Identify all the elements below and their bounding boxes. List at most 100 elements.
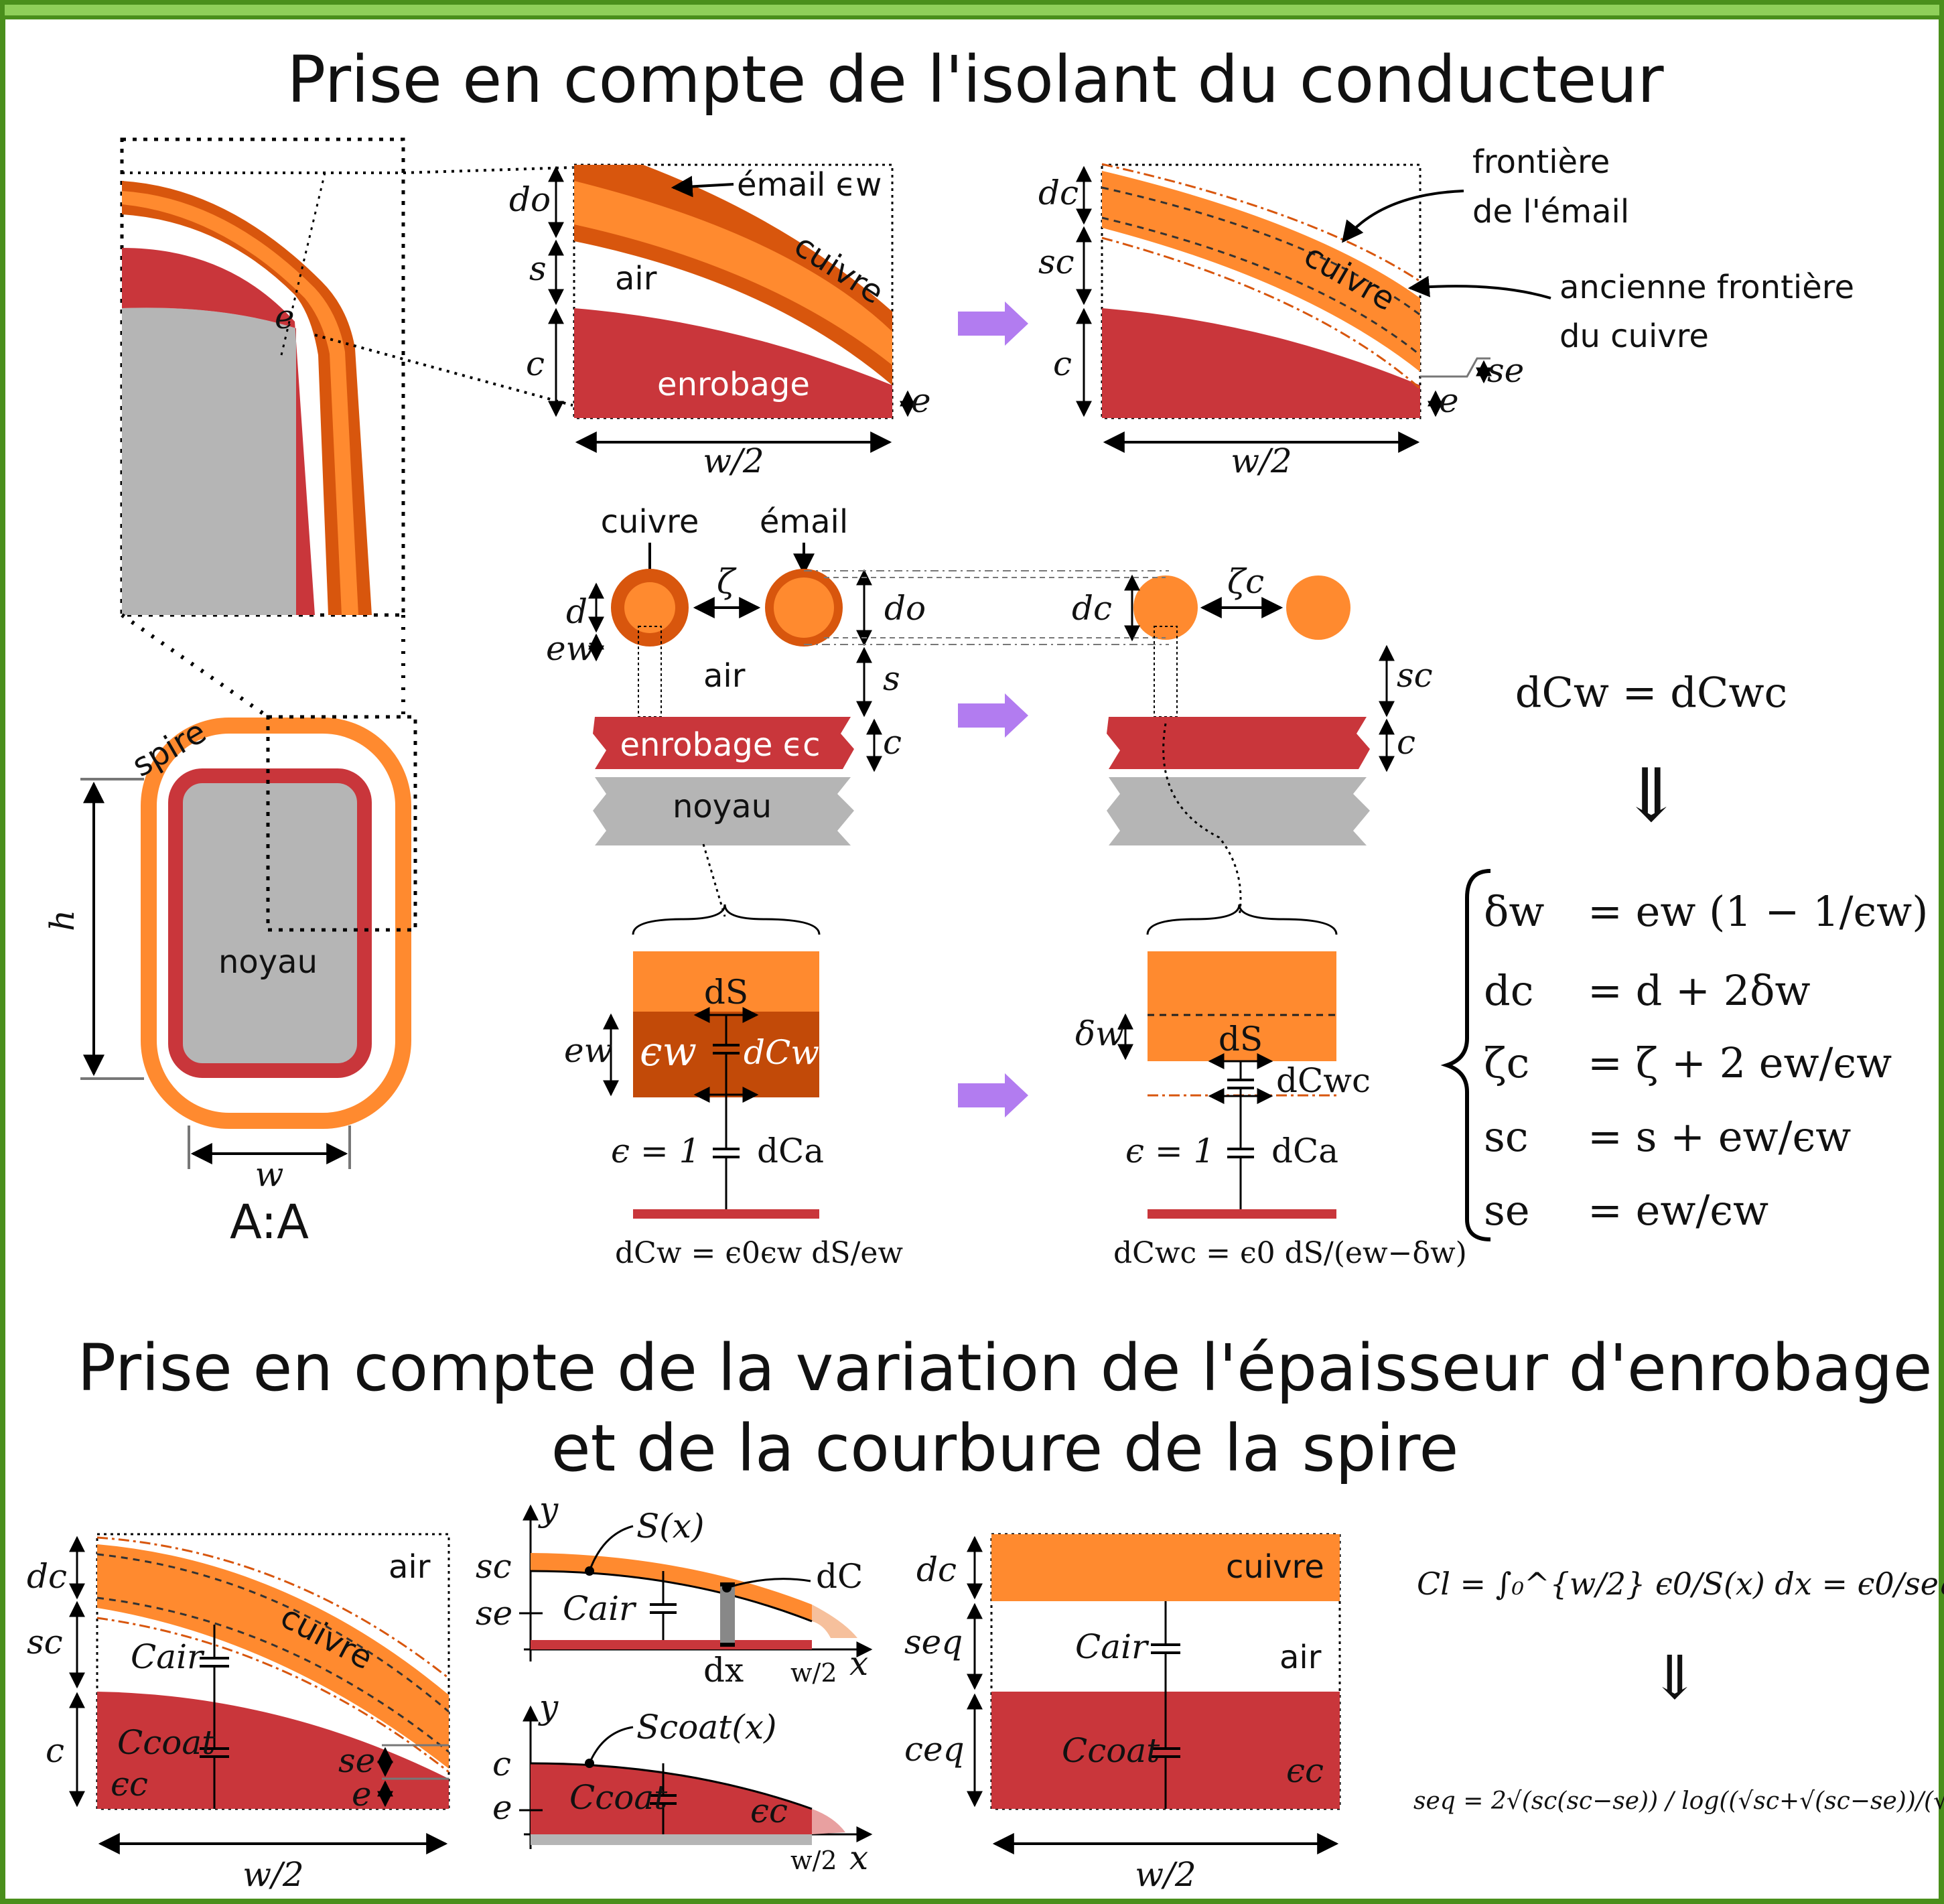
dc-small-label: dC bbox=[816, 1557, 863, 1596]
air-label-4: air bbox=[1279, 1639, 1322, 1676]
dc-label-3: dc bbox=[27, 1557, 67, 1596]
dc-label: dc bbox=[1038, 174, 1079, 212]
zeta-c-label: ζc bbox=[1227, 562, 1264, 601]
dc-label-4: dc bbox=[916, 1550, 957, 1589]
formula-block: Cl = ∫₀^{w/2} ϵ0/S(x) dx = ϵ0/seq · w/2 … bbox=[1413, 1566, 1944, 1815]
ds-label-2: dS bbox=[1219, 1020, 1263, 1059]
s-label-2: s bbox=[883, 659, 900, 698]
equation-system: dCw = dCwc ⇓ δw = ew (1 − 1/ϵw) dc = d +… bbox=[1440, 668, 1928, 1241]
seq-formula: seq = 2√(sc(sc−se)) / log((√sc+√(sc−se))… bbox=[1413, 1787, 1944, 1815]
dca-label-2: dCa bbox=[1271, 1132, 1338, 1170]
w2-label-2: w/2 bbox=[1231, 441, 1292, 480]
zoom-e-label: e bbox=[275, 297, 295, 336]
e-label-3: e bbox=[352, 1775, 372, 1814]
enrobage-ec-label: enrobage ϵc bbox=[620, 726, 820, 764]
panel-curved-coating: air cuivre Cair Ccoat ϵc dc sc c se e w/… bbox=[27, 1533, 450, 1894]
c-coat-label-2: Ccoat bbox=[569, 1778, 668, 1817]
wire-cross-section: cuivre émail ζ d ew do s c air enrobage … bbox=[546, 503, 926, 935]
sc-axis-label: sc bbox=[476, 1547, 512, 1586]
do-label-2: do bbox=[884, 589, 926, 628]
panel-equivalent-flat: cuivre air ϵc Cair Ccoat dc seq ceq w/2 bbox=[904, 1533, 1341, 1894]
c-label-4: c bbox=[1397, 723, 1415, 762]
w2-label: w/2 bbox=[703, 441, 764, 480]
capacitor-model-equivalent: dS dCwc δw ϵ = 1 dCa dCwc = ϵ0 dS/(ew−δw… bbox=[1075, 951, 1467, 1270]
noyau-label-2: noyau bbox=[673, 788, 772, 825]
w2-axis-label: w/2 bbox=[790, 1658, 837, 1688]
e-axis-label: e bbox=[492, 1788, 512, 1827]
x-label: x bbox=[849, 1644, 868, 1683]
e-label-2: e bbox=[1439, 381, 1459, 420]
c-coat-label-3: Ccoat bbox=[1062, 1731, 1160, 1770]
panel-insulated-conductor: émail ϵw air cuivre enrobage do s c e w/… bbox=[509, 163, 931, 480]
eps1-label: ϵ = 1 bbox=[611, 1132, 701, 1170]
sx-label: S(x) bbox=[636, 1507, 704, 1546]
dcw-label: dCw bbox=[744, 1033, 819, 1072]
e-label: e bbox=[911, 381, 931, 420]
sys3-right: = ζ + 2 ew/ϵw bbox=[1588, 1038, 1892, 1087]
eq-main: dCw = dCwc bbox=[1515, 668, 1787, 717]
panel-equivalent-conductor: cuivre frontière de l'émail ancienne fro… bbox=[1038, 143, 1854, 480]
email-eps-label: émail ϵw bbox=[737, 166, 882, 204]
dc-label-2: dc bbox=[1072, 589, 1112, 628]
c-label-5: c bbox=[46, 1731, 64, 1770]
w-label: w bbox=[255, 1155, 284, 1194]
noyau-label: noyau bbox=[218, 943, 318, 981]
sys4-left: sc bbox=[1484, 1112, 1529, 1161]
air-label-2: air bbox=[703, 657, 746, 695]
implies-arrow: ⇓ bbox=[1620, 752, 1682, 838]
seq-label: seq bbox=[904, 1623, 963, 1661]
ew-label: ew bbox=[546, 629, 594, 668]
cross-section-aa: spire noyau h w A:A bbox=[43, 613, 417, 1249]
w2-axis-label-2: w/2 bbox=[790, 1846, 837, 1875]
eps-c-label-3: ϵc bbox=[1286, 1751, 1324, 1790]
email-top-label: émail bbox=[760, 503, 848, 541]
y-label-2: y bbox=[538, 1688, 559, 1726]
dca-label: dCa bbox=[757, 1132, 824, 1170]
sys1-right: = ew (1 − 1/ϵw) bbox=[1588, 887, 1928, 936]
sys2-right: = d + 2δw bbox=[1588, 966, 1811, 1015]
h-label: h bbox=[43, 910, 82, 931]
formula-dcw: dCw = ϵ0ϵw dS/ew bbox=[615, 1236, 903, 1270]
transform-arrow bbox=[958, 1073, 1028, 1117]
section2-title-line1: Prise en compte de la variation de l'épa… bbox=[77, 1331, 1932, 1406]
y-label: y bbox=[538, 1490, 559, 1529]
transform-arrow bbox=[958, 693, 1028, 738]
c-label-3: c bbox=[883, 723, 902, 762]
d-label: d bbox=[566, 592, 587, 631]
sc-label-2: sc bbox=[1397, 656, 1433, 695]
dx-label: dx bbox=[703, 1651, 744, 1690]
ew-label-2: ew bbox=[564, 1031, 612, 1070]
w2-label-4: w/2 bbox=[1135, 1855, 1196, 1894]
s-label: s bbox=[529, 249, 547, 288]
c-coat-label: Ccoat bbox=[117, 1723, 216, 1762]
capacitor-model-original: dS ϵw dCw ew ϵ = 1 dCa dCw = ϵ0ϵw dS/ew bbox=[564, 951, 903, 1270]
sys5-right: = ew/ϵw bbox=[1588, 1186, 1768, 1235]
implies-arrow-2: ⇓ bbox=[1649, 1643, 1699, 1713]
x-label-2: x bbox=[849, 1838, 868, 1877]
c-air-label-2: Cair bbox=[563, 1589, 637, 1628]
eps-w-label: ϵw bbox=[640, 1028, 697, 1075]
zoom-panel: e bbox=[120, 137, 405, 617]
header-band bbox=[1, 1, 1943, 19]
sc-label-3: sc bbox=[27, 1623, 63, 1661]
se-label-2: se bbox=[338, 1741, 375, 1780]
eps-c-label: ϵc bbox=[111, 1765, 148, 1804]
c-label: c bbox=[526, 344, 545, 383]
cuivre-label-4: cuivre bbox=[1226, 1548, 1324, 1586]
frontiere-email-label-1: frontière bbox=[1472, 143, 1610, 181]
sys4-right: = s + ew/ϵw bbox=[1588, 1112, 1851, 1161]
ancienne-frontiere-label-1: ancienne frontière bbox=[1559, 269, 1854, 306]
air-label: air bbox=[615, 260, 657, 297]
c-label-2: c bbox=[1053, 344, 1072, 383]
zeta-label: ζ bbox=[717, 562, 737, 601]
formula-dcwc: dCwc = ϵ0 dS/(ew−δw) bbox=[1113, 1236, 1467, 1270]
dcwc-label: dCwc bbox=[1276, 1061, 1371, 1100]
c-axis-label: c bbox=[492, 1745, 511, 1783]
scoat-label: Scoat(x) bbox=[636, 1708, 776, 1747]
ds-label: dS bbox=[704, 973, 748, 1012]
sys1-left: δw bbox=[1484, 887, 1544, 936]
cl-formula: Cl = ∫₀^{w/2} ϵ0/S(x) dx = ϵ0/seq · w/2 bbox=[1417, 1566, 1944, 1602]
se-label: se bbox=[1487, 351, 1524, 390]
aa-label: A:A bbox=[230, 1195, 309, 1249]
